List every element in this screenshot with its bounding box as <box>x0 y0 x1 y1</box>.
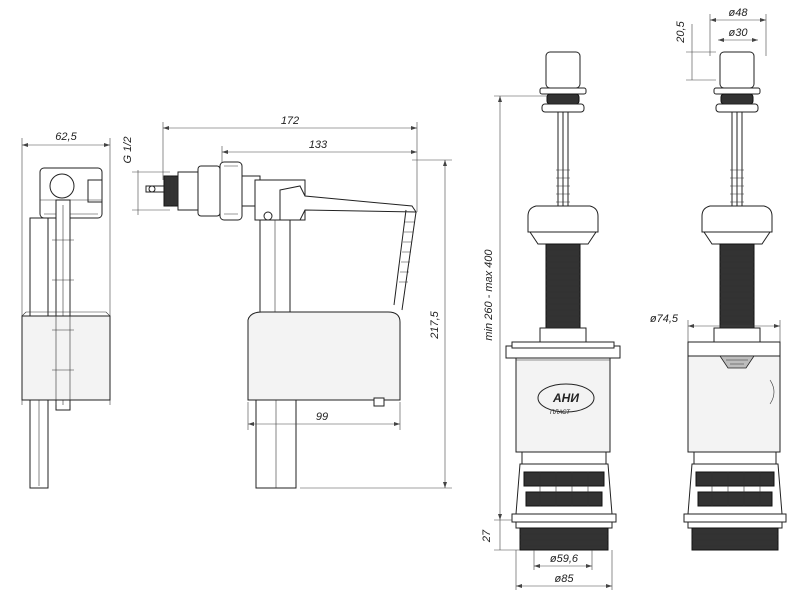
dim-inner-diameter: ø30 <box>729 27 749 39</box>
dim-float-width: 99 <box>316 411 328 423</box>
dim-outer-diameter: ø85 <box>555 573 575 585</box>
dim-thread-diameter: ø59,6 <box>550 553 579 565</box>
side-bellows <box>719 243 755 329</box>
drain-bellows <box>545 243 581 329</box>
dim-thread: G 1/2 <box>122 137 134 164</box>
dim-height: 217,5 <box>429 310 441 339</box>
logo-subtext: ПЛАСТ <box>550 410 571 416</box>
dim-button-height: 20,5 <box>675 20 687 43</box>
ani-plast-logo: АНИ ПЛАСТ <box>537 383 595 416</box>
logo-text: АНИ <box>552 391 579 405</box>
fill-valve-side-view: 62,5 <box>21 131 111 489</box>
dim-valve-height: min 260 - max 400 <box>483 249 495 341</box>
dim-button-diameter: ø48 <box>729 7 749 19</box>
dim-float-diameter: ø74,5 <box>650 313 679 325</box>
dim-total-length: 172 <box>281 115 299 127</box>
drain-valve-side-view: ø48 ø30 20,5 ø74,5 <box>650 7 787 551</box>
dim-side-width: 62,5 <box>55 131 77 143</box>
drain-valve-front-view: min 260 - max 400 99 АНИ <box>481 51 621 590</box>
dim-arm-length: 133 <box>309 139 328 151</box>
fill-valve-front-view: 172 133 G 1/2 217,5 <box>122 115 452 489</box>
dim-base-height: 27 <box>481 529 493 543</box>
